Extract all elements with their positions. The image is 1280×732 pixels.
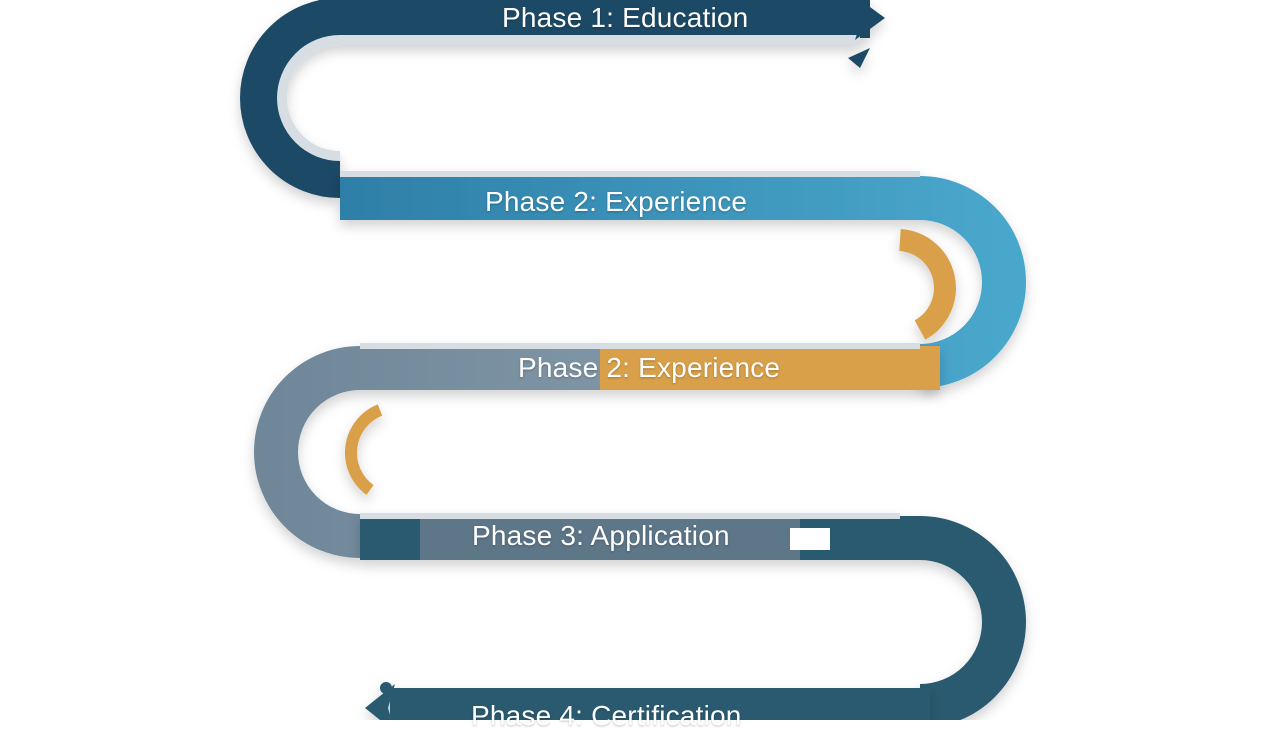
phase-1-label: Phase 1: Education (502, 2, 749, 33)
phase-2-label: Phase 2: Experience (485, 186, 748, 217)
phase-2-band (340, 171, 1026, 388)
phase-3-band (360, 513, 1026, 728)
phase-1-band (240, 0, 885, 198)
phase-2b-label: Phase 2: Experience (518, 352, 781, 383)
arrow-right-icon (855, 0, 885, 40)
phase-2b-band (254, 343, 940, 558)
phase-3-label: Phase 3: Application (472, 520, 730, 551)
phase-4-label: Phase 4: Certification (471, 700, 742, 731)
